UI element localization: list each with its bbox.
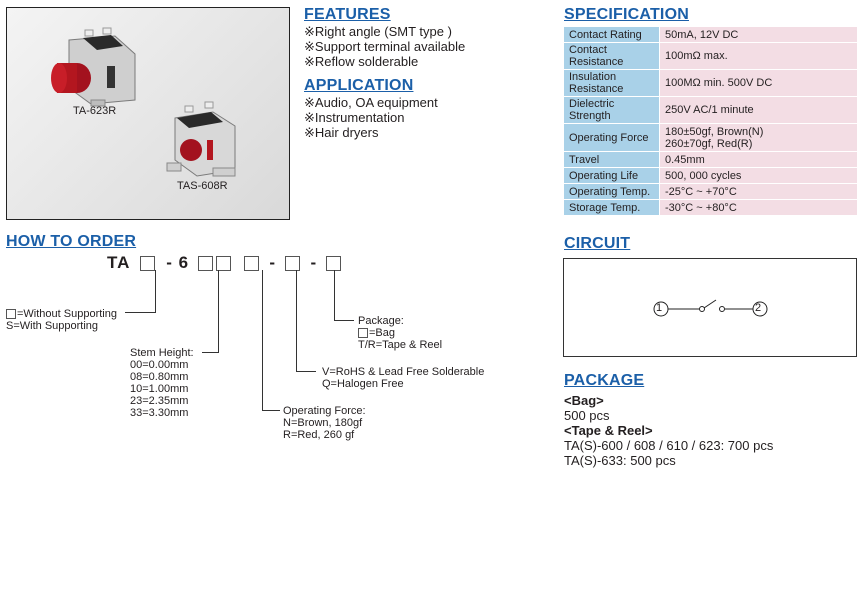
specification-table: Contact Rating 50mA, 12V DC Contact Resi…: [563, 26, 858, 216]
application-heading: APPLICATION: [304, 77, 414, 94]
spec-value: -30°C ~ +80°C: [659, 199, 858, 216]
order-box-stem-1: [197, 256, 213, 272]
spec-row: Insulation Resistance 100MΩ min. 500V DC: [563, 69, 858, 97]
connector-line: [334, 320, 354, 321]
switch-lever: [703, 299, 717, 309]
features-item: ※Support terminal available: [304, 39, 466, 54]
spec-row: Storage Temp. -30°C ~ +80°C: [563, 199, 858, 216]
application-item: ※Instrumentation: [304, 110, 405, 125]
operating-force-options: Operating Force: N=Brown, 180gf R=Red, 2…: [283, 405, 366, 441]
spec-value: 100MΩ min. 500V DC: [659, 69, 858, 97]
connector-line: [155, 270, 156, 312]
spec-key: Insulation Resistance: [563, 69, 660, 97]
features-heading: FEATURES: [304, 6, 391, 23]
connector-line: [218, 270, 219, 352]
spec-key: Travel: [563, 151, 660, 168]
circuit-heading: CIRCUIT: [564, 235, 631, 252]
spec-value: 250V AC/1 minute: [659, 96, 858, 124]
connector-line: [262, 270, 263, 410]
spec-value: 500, 000 cycles: [659, 167, 858, 184]
spec-key: Operating Force: [563, 123, 660, 152]
circuit-schematic: [653, 299, 768, 317]
bag-qty: 500 pcs: [564, 408, 610, 423]
order-code: TA - 6 - -: [107, 253, 341, 273]
spec-value: 180±50gf, Brown(N) 260±70gf, Red(R): [659, 123, 858, 152]
reel-line: TA(S)-600 / 608 / 610 / 623: 700 pcs: [564, 438, 774, 453]
spec-row: Operating Temp. -25°C ~ +70°C: [563, 183, 858, 200]
order-box-package: [325, 256, 341, 272]
connector-line: [296, 371, 316, 372]
product-photo: TA-623R TAS-608R: [6, 7, 290, 220]
features-item: ※Reflow solderable: [304, 54, 419, 69]
spec-value: 0.45mm: [659, 151, 858, 168]
spec-key: Storage Temp.: [563, 199, 660, 216]
specification-heading: SPECIFICATION: [564, 6, 689, 23]
switch-contact: [719, 306, 725, 312]
spec-row: Dielectric Strength 250V AC/1 minute: [563, 96, 858, 124]
package-heading: PACKAGE: [564, 372, 645, 389]
order-box-solder: [284, 256, 300, 272]
connector-line: [296, 270, 297, 371]
bag-title: <Bag>: [564, 393, 604, 408]
application-list: ※Audio, OA equipment ※Instrumentation ※H…: [304, 95, 438, 140]
application-item: ※Audio, OA equipment: [304, 95, 438, 110]
switch-ta623r-image: [51, 27, 136, 107]
order-dash: -: [166, 253, 173, 272]
spec-value-line: 260±70gf, Red(R): [665, 137, 753, 150]
blank-code-box: [6, 309, 16, 320]
order-box-supporting: [139, 256, 155, 272]
package-options: Package: =Bag T/R=Tape & Reel: [358, 315, 443, 351]
supporting-options: =Without Supporting S=With Supporting: [6, 308, 117, 332]
solder-options: V=RoHS & Lead Free Solderable Q=Halogen …: [322, 366, 485, 390]
connector-line: [334, 270, 335, 320]
package-info: <Bag> 500 pcs <Tape & Reel> TA(S)-600 / …: [564, 393, 773, 468]
switch-illustrations: [51, 27, 236, 177]
terminal-2-label: 2: [755, 302, 762, 314]
spec-value-line: 180±50gf, Brown(N): [665, 125, 764, 138]
order-box-stem-2: [215, 256, 231, 272]
blank-code-box: [358, 328, 368, 339]
order-six: 6: [178, 253, 190, 272]
spec-key: Contact Rating: [563, 26, 660, 43]
order-prefix: TA: [107, 253, 130, 272]
order-dash: -: [310, 253, 318, 272]
order-dash: -: [269, 253, 276, 272]
model-label-ta623r: TA-623R: [73, 105, 117, 117]
spec-key: Operating Life: [563, 167, 660, 184]
features-list: ※Right angle (SMT type ) ※Support termin…: [304, 24, 465, 69]
connector-line: [125, 312, 156, 313]
spec-key: Dielectric Strength: [563, 96, 660, 124]
circuit-diagram: 1 2: [563, 258, 857, 357]
switch-tas608r-image: [166, 101, 236, 177]
terminal-1-label: 1: [656, 302, 663, 314]
spec-row: Operating Life 500, 000 cycles: [563, 167, 858, 184]
switch-contact: [699, 306, 705, 312]
stem-height-options: Stem Height: 00=0.00mm 08=0.80mm 10=1.00…: [130, 347, 194, 419]
spec-row: Travel 0.45mm: [563, 151, 858, 168]
spec-value: 50mA, 12V DC: [659, 26, 858, 43]
terminal-2-circle: [752, 301, 768, 317]
features-item: ※Right angle (SMT type ): [304, 24, 452, 39]
spec-value: -25°C ~ +70°C: [659, 183, 858, 200]
spec-row: Contact Rating 50mA, 12V DC: [563, 26, 858, 43]
reel-line: TA(S)-633: 500 pcs: [564, 453, 676, 468]
spec-row: Operating Force 180±50gf, Brown(N) 260±7…: [563, 123, 858, 152]
order-box-force: [243, 256, 259, 272]
model-label-tas608r: TAS-608R: [177, 180, 228, 192]
spec-value: 100mΩ max.: [659, 42, 858, 70]
spec-row: Contact Resistance 100mΩ max.: [563, 42, 858, 70]
reel-title: <Tape & Reel>: [564, 423, 653, 438]
application-item: ※Hair dryers: [304, 125, 379, 140]
how-to-order-heading: HOW TO ORDER: [6, 233, 137, 250]
connector-line: [202, 352, 219, 353]
connector-line: [262, 410, 280, 411]
spec-key: Operating Temp.: [563, 183, 660, 200]
spec-key: Contact Resistance: [563, 42, 660, 70]
